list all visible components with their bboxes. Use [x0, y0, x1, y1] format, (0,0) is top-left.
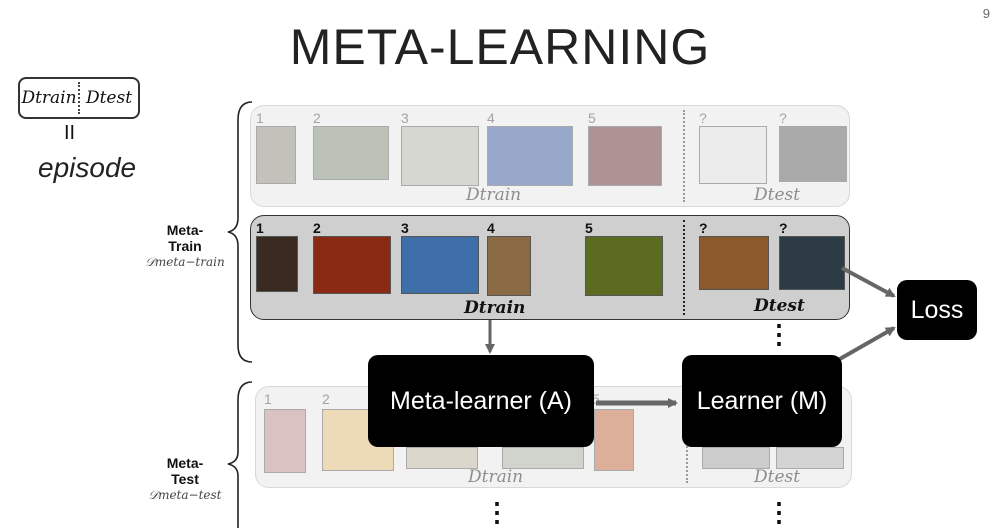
loss-label: Loss: [910, 295, 964, 324]
meta-train-episode-row: 1 2 3 4 5 ? ? Dtrain Dtest: [250, 215, 850, 320]
dtrain-label: Dtrain: [464, 298, 526, 318]
meta-learner-label: Meta-learner (A): [390, 386, 572, 415]
arrow-dtest-to-loss: [841, 266, 896, 298]
label-5: 5: [592, 391, 600, 407]
loss-box: Loss: [897, 280, 977, 340]
learner-label: Learner (M): [696, 386, 828, 415]
arrow-learner-to-loss: [837, 326, 896, 362]
image-thumbnail: [779, 236, 845, 290]
page-number: 9: [982, 6, 990, 21]
label-2: 2: [322, 391, 330, 407]
meta-test-sub: 𝒟meta−test: [148, 488, 222, 502]
label-q2: ?: [779, 220, 788, 236]
meta-train-label: Meta- Train 𝒟meta−train: [140, 222, 230, 270]
meta-test-brace: [227, 381, 253, 528]
episode-word: episode: [38, 152, 137, 183]
image-thumbnail: [699, 126, 767, 184]
image-thumbnail: [487, 126, 573, 186]
image-thumbnail: [256, 236, 298, 292]
meta-train-line2: Train: [168, 238, 202, 254]
image-thumbnail: [588, 126, 662, 186]
image-thumbnail: [313, 126, 389, 180]
meta-test-line2: Test: [171, 471, 199, 487]
braces: [227, 101, 253, 528]
label-2: 2: [313, 220, 321, 236]
dtrain-label: Dtrain: [466, 185, 522, 205]
ellipsis-meta-test-test: ⋮: [766, 497, 792, 527]
image-thumbnail: [776, 447, 844, 469]
label-q2: ?: [779, 110, 787, 126]
train-test-divider: [683, 220, 685, 315]
meta-learner-box: Meta-learner (A): [368, 355, 594, 447]
ellipsis-meta-train: ⋮: [766, 319, 792, 349]
meta-train-episode-row-faded: 1 2 3 4 5 ? ? Dtrain Dtest: [250, 105, 850, 207]
meta-train-line1: Meta-: [166, 222, 204, 238]
image-thumbnail: [256, 126, 296, 184]
image-thumbnail: [264, 409, 306, 473]
image-thumbnail: [401, 236, 479, 294]
image-thumbnail: [313, 236, 391, 294]
image-thumbnail: [699, 236, 769, 290]
label-1: 1: [256, 110, 264, 126]
episode-dtrain-label: Dtrain: [21, 88, 77, 108]
label-1: 1: [264, 391, 272, 407]
meta-test-line1: Meta-: [166, 455, 204, 471]
learner-box: Learner (M): [682, 355, 842, 447]
ellipsis-meta-test-train: ⋮: [484, 497, 510, 527]
episode-box: Dtrain Dtest: [18, 77, 140, 119]
dtest-label: Dtest: [754, 467, 801, 487]
slide-title: META-LEARNING: [289, 19, 711, 75]
label-2: 2: [313, 110, 321, 126]
label-3: 3: [401, 110, 409, 126]
image-thumbnail: [502, 447, 584, 469]
episode-dtest-label: Dtest: [85, 88, 133, 108]
meta-train-brace: [227, 101, 253, 363]
meta-test-label: Meta- Test 𝒟meta−test: [140, 455, 230, 503]
train-test-divider: [683, 110, 685, 202]
label-5: 5: [588, 110, 596, 126]
image-thumbnail: [594, 409, 634, 471]
label-3: 3: [401, 220, 409, 236]
label-q1: ?: [699, 220, 708, 236]
label-5: 5: [585, 220, 593, 236]
episode-equals: II: [64, 122, 76, 144]
episode-divider: [78, 82, 80, 114]
image-thumbnail: [779, 126, 847, 182]
label-1: 1: [256, 220, 264, 236]
label-4: 4: [487, 220, 495, 236]
dtest-label: Dtest: [754, 185, 801, 205]
image-thumbnail: [702, 447, 770, 469]
meta-train-sub: 𝒟meta−train: [145, 255, 225, 269]
label-4: 4: [487, 110, 495, 126]
image-thumbnail: [401, 126, 479, 186]
dtrain-label: Dtrain: [468, 467, 524, 487]
image-thumbnail: [585, 236, 663, 296]
dtest-label: Dtest: [754, 296, 805, 316]
image-thumbnail: [487, 236, 531, 296]
image-thumbnail: [406, 447, 478, 469]
label-q1: ?: [699, 110, 707, 126]
